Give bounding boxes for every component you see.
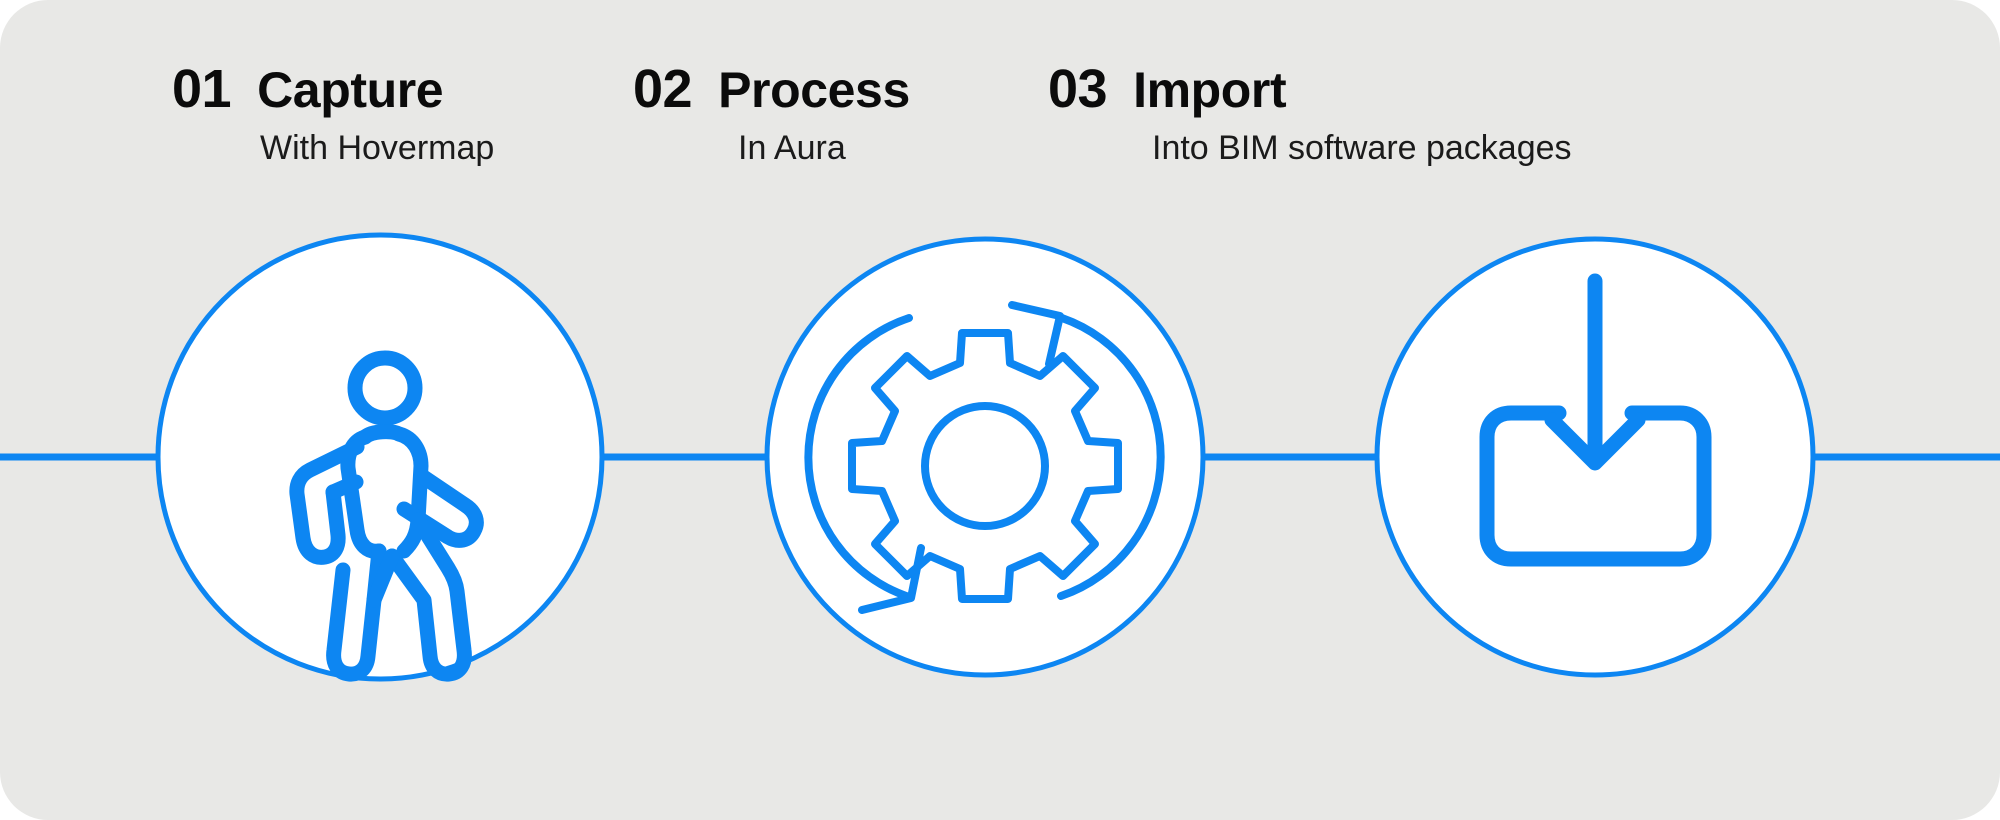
walking-person-icon — [289, 350, 484, 682]
step-1-circle — [155, 232, 605, 682]
import-download-icon — [1479, 273, 1712, 567]
step-3-node[interactable] — [1374, 236, 1816, 678]
step-2-circle — [764, 236, 1206, 678]
step-2-node[interactable] — [764, 236, 1206, 678]
step-1-node[interactable] — [155, 232, 605, 682]
gear-cycle-icon — [804, 301, 1165, 614]
